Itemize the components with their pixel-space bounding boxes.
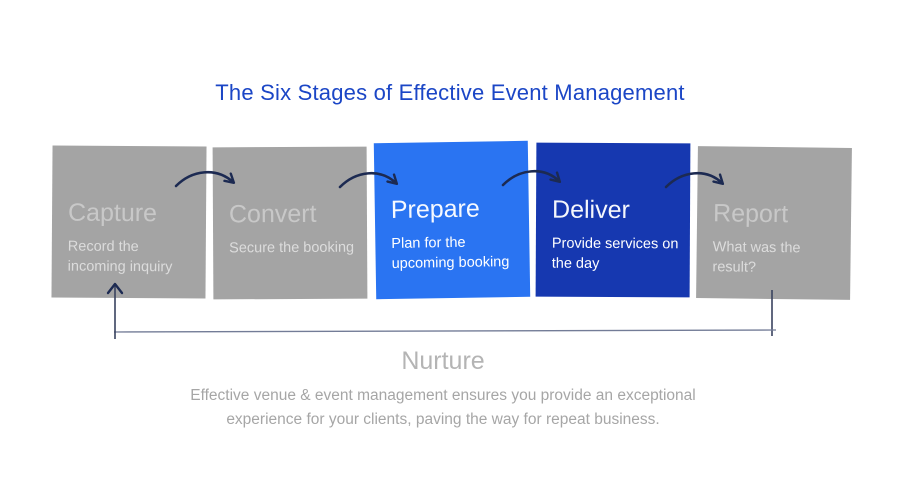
stage-box-report: Report What was the result? [696,146,852,300]
stage-name-prepare: Prepare [390,194,480,224]
stage-name-report: Report [712,199,789,229]
stage-name-convert: Convert [228,199,317,229]
stage-box-capture: Capture Record the incoming inquiry [51,145,207,299]
nurture-section: Nurture Effective venue & event manageme… [133,347,753,432]
stage-description-prepare: Plan for the upcoming booking [391,234,510,272]
stage-name-deliver: Deliver [551,195,630,225]
page-title: The Six Stages of Effective Event Manage… [215,80,685,105]
stage-name-capture: Capture [67,198,158,228]
stage-box-deliver: Deliver Provide services on the day [535,142,691,298]
stage-description-report: What was the result? [712,238,801,276]
nurture-stage-name: Nurture [401,347,485,375]
stage-description-convert: Secure the booking [229,239,355,256]
stage-box-convert: Convert Secure the booking [212,146,368,300]
stage-description-deliver: Provide services on the day [551,235,679,272]
feedback-loop-bottom-line [113,329,777,333]
stage-description-capture: Record the incoming inquiry [67,238,173,275]
stage-box-prepare: Prepare Plan for the upcoming booking [373,140,531,300]
nurture-description: Effective venue & event management ensur… [190,387,696,429]
